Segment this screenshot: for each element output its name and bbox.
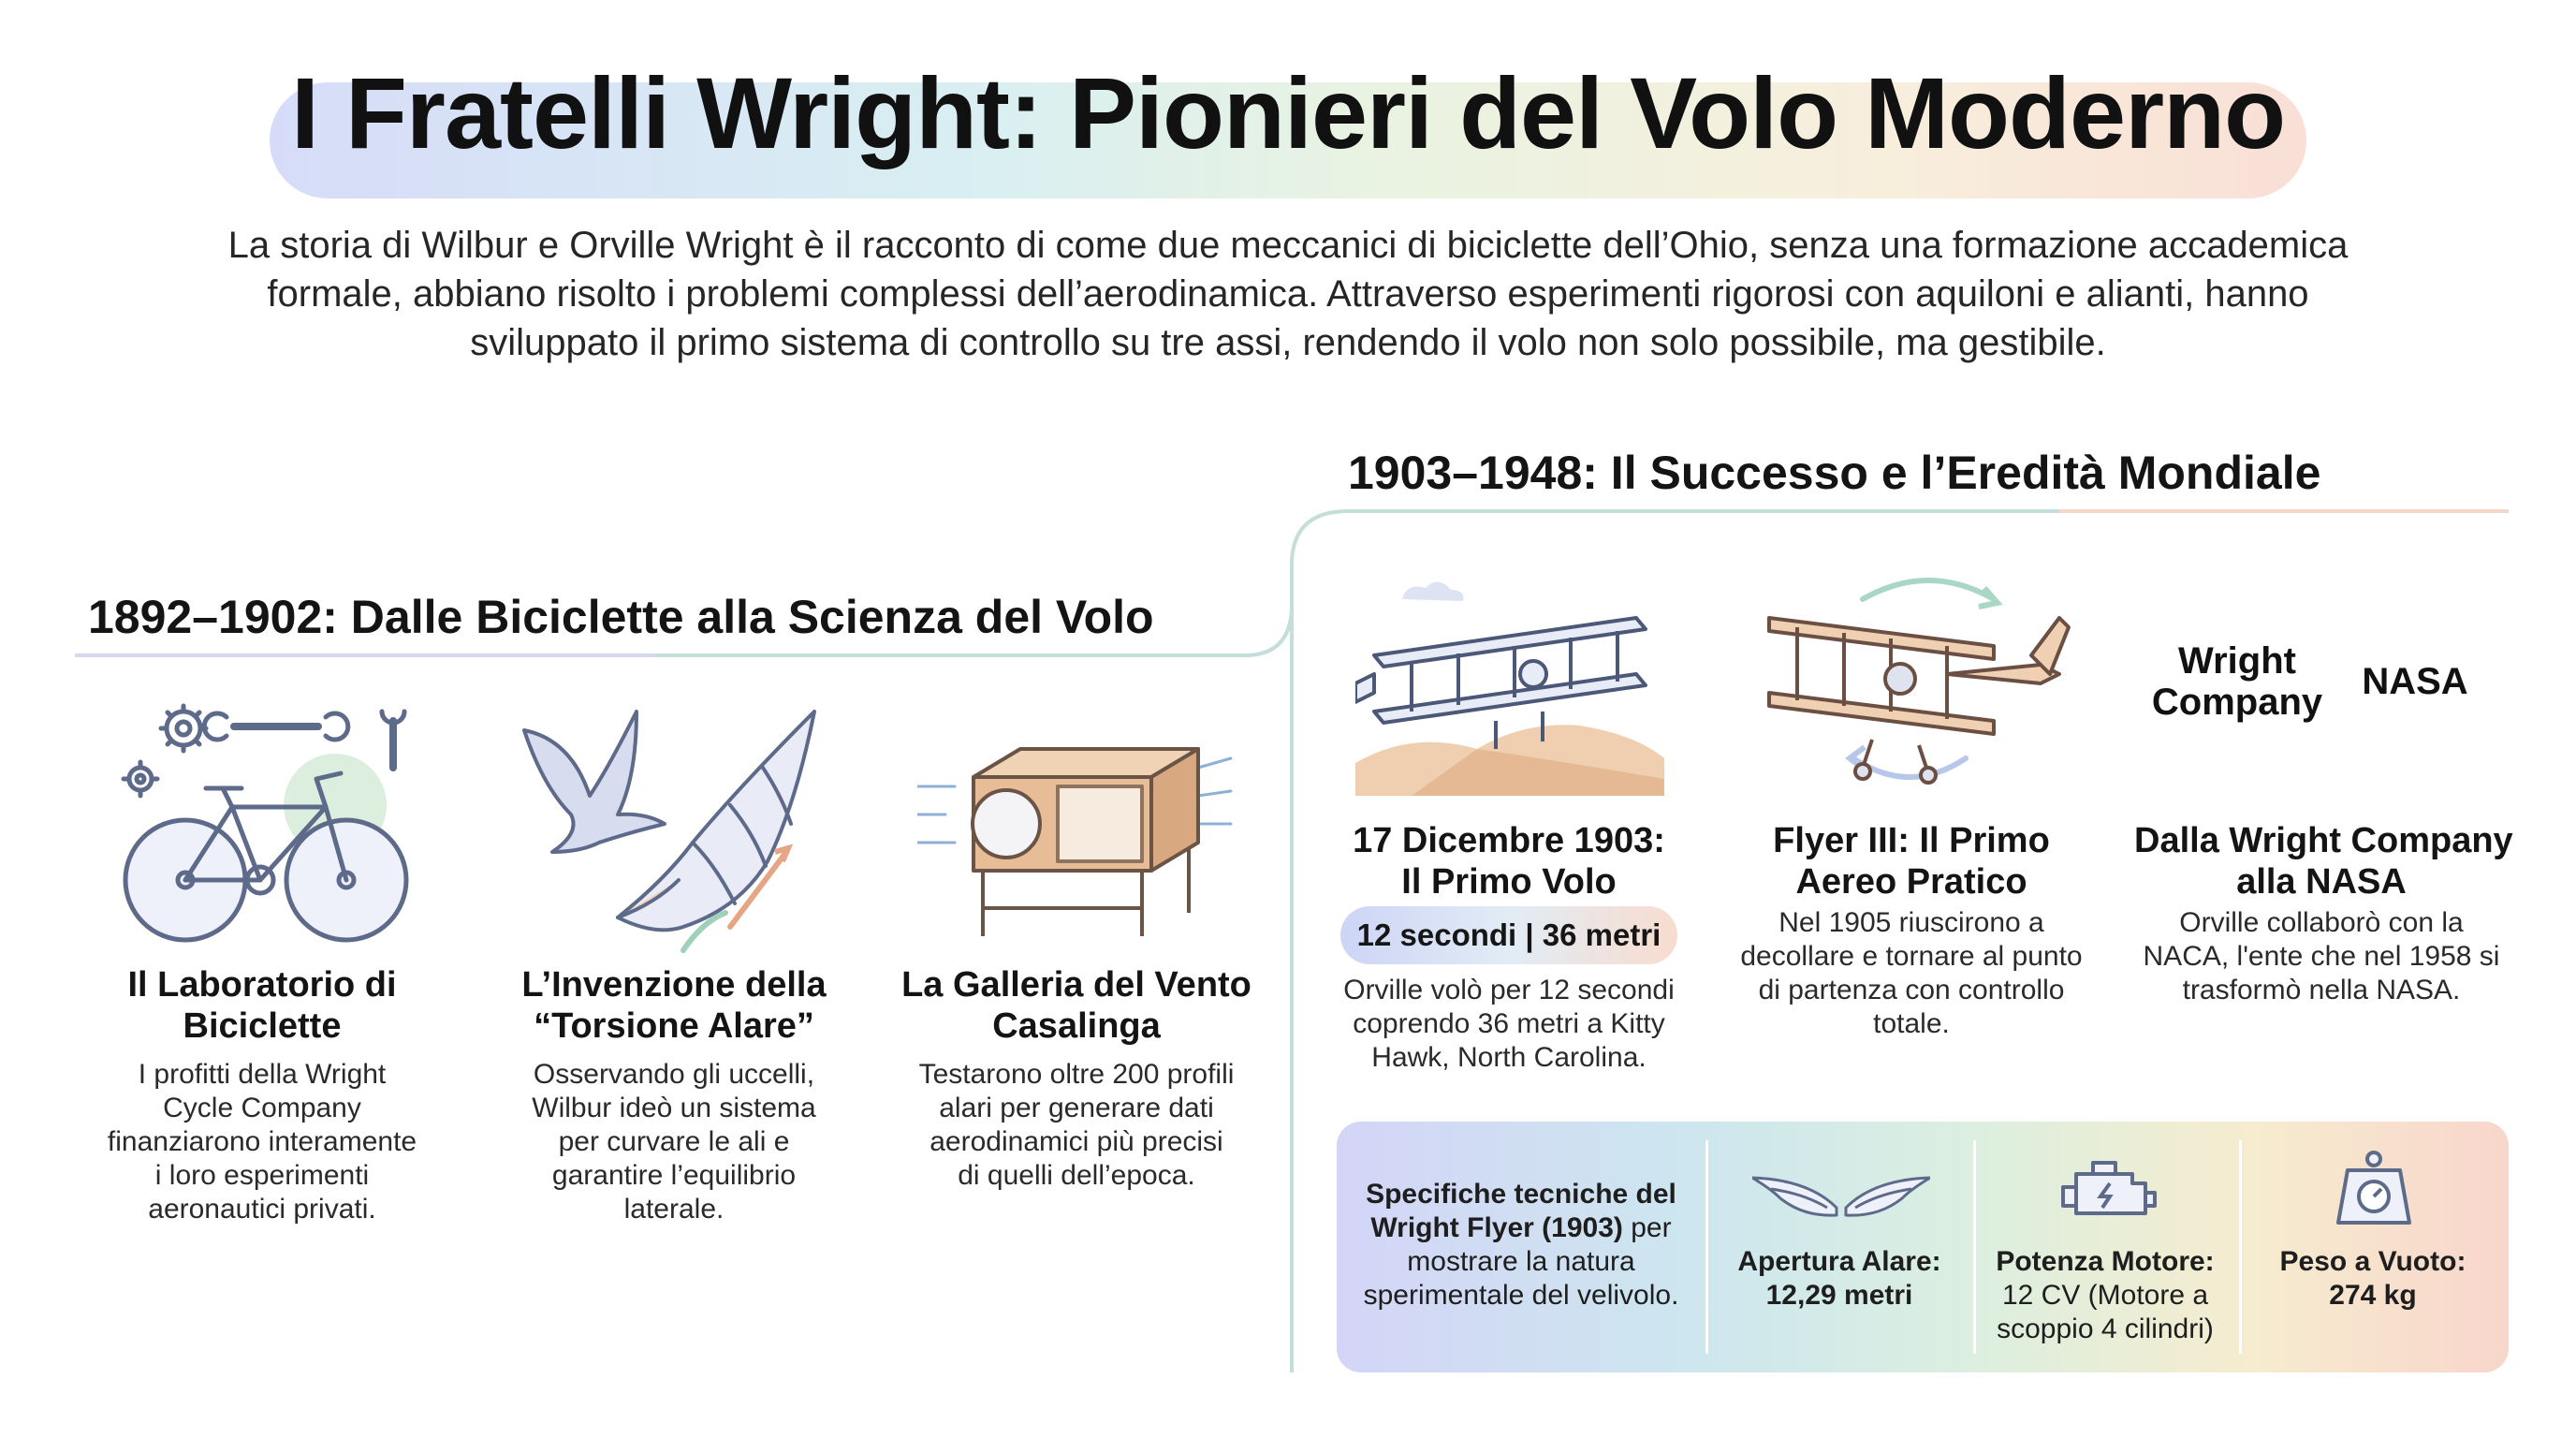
card-text-line: NACA, l'ente che nel 1958 si	[2143, 941, 2500, 972]
flight-stats-badge: 12 secondi | 36 metri	[1340, 906, 1677, 964]
intro-line: formale, abbiano risolto i problemi comp…	[267, 273, 2309, 315]
section-title-early-years: 1892–1902: Dalle Biciclette alla Scienza…	[88, 591, 1154, 643]
card-text-line: Osservando gli uccelli,	[533, 1059, 815, 1090]
wind-tunnel-icon	[917, 747, 1233, 936]
card-text-line: coprendo 36 metri a Kitty	[1353, 1008, 1665, 1039]
card-description: Osservando gli uccelli, Wilbur ideò un s…	[487, 1058, 861, 1226]
specs-intro-bold: Wright Flyer (1903)	[1370, 1212, 1623, 1243]
spec-value: scoppio 4 cilindri)	[1997, 1313, 2214, 1344]
engine-icon	[2061, 1161, 2157, 1215]
wright-company-logo: Wright Company	[2134, 640, 2340, 723]
card-title-line: alla NASA	[2236, 862, 2407, 902]
card-title: Il Laboratorio di Biciclette	[75, 964, 449, 1047]
card-title-line: La Galleria del Vento	[901, 965, 1251, 1005]
card-title-line: Aereo Pratico	[1795, 862, 2027, 902]
card-title: 17 Dicembre 1903: Il Primo Volo	[1322, 820, 1696, 902]
card-text-line: Orville collaborò con la	[2179, 907, 2464, 938]
card-description: Orville volò per 12 secondi coprendo 36 …	[1322, 974, 1696, 1075]
page-title: I Fratelli Wright: Pionieri del Volo Mod…	[290, 56, 2286, 169]
card-text-line: aerodinamici più precisi	[929, 1126, 1223, 1157]
card-description: Orville collaborò con la NACA, l'ente ch…	[2134, 906, 2509, 1007]
card-text-line: Hawk, North Carolina.	[1371, 1042, 1647, 1073]
spec-label: Potenza Motore:	[1996, 1246, 2215, 1277]
card-title-line: Flyer III: Il Primo	[1773, 821, 2050, 860]
card-text-line: alari per generare dati	[939, 1093, 1214, 1123]
spec-engine-power: Potenza Motore: 12 CV (Motore a scoppio …	[1979, 1245, 2232, 1346]
bicycle-tools-icon	[121, 703, 409, 943]
card-text-line: di partenza con controllo	[1758, 975, 2065, 1005]
specs-intro-line: sperimentale del velivolo.	[1363, 1280, 1679, 1311]
card-text-line: Orville volò per 12 secondi	[1343, 975, 1675, 1005]
card-title: L’Invenzione della “Torsione Alare”	[487, 964, 861, 1047]
specs-intro-bold: Specifiche tecniche del	[1366, 1179, 1676, 1210]
wings-icon	[1752, 1176, 1930, 1217]
card-description: Nel 1905 riuscirono a decollare e tornar…	[1724, 906, 2099, 1041]
card-text-line: totale.	[1873, 1008, 1950, 1039]
panel-divider	[1973, 1140, 1976, 1354]
card-title-line: 17 Dicembre 1903:	[1353, 821, 1665, 860]
card-text-line: Cycle Company	[163, 1093, 361, 1123]
specs-panel	[1337, 1122, 2509, 1372]
card-description: I profitti della Wright Cycle Company fi…	[75, 1058, 449, 1226]
card-title-line: Casalinga	[992, 1006, 1161, 1046]
specs-intro-line: mostrare la natura	[1407, 1246, 1635, 1277]
card-text-line: Testarono oltre 200 profili	[918, 1059, 1235, 1090]
title-highlight-band	[270, 82, 2306, 198]
card-text-line: trasformò nella NASA.	[2182, 975, 2461, 1005]
spec-label: Apertura Alare:	[1737, 1246, 1941, 1277]
intro-line: sviluppato il primo sistema di controllo…	[470, 322, 2106, 363]
weight-icon	[2336, 1151, 2411, 1225]
card-text-line: di quelli dell’epoca.	[958, 1160, 1195, 1191]
card-text-line: I profitti della Wright	[138, 1059, 387, 1090]
card-title-line: Dalla Wright Company	[2134, 821, 2513, 860]
card-description: Testarono oltre 200 profili alari per ge…	[889, 1058, 1264, 1193]
wright-flyer-icon	[1355, 581, 1664, 796]
intro-paragraph: La storia di Wilbur e Orville Wright è i…	[165, 221, 2411, 367]
logo-line: Wright	[2178, 640, 2296, 682]
specs-intro: Specifiche tecniche del Wright Flyer (19…	[1348, 1178, 1694, 1313]
spec-value: 274 kg	[2329, 1280, 2417, 1311]
card-text-line: i loro esperimenti	[154, 1160, 370, 1191]
card-text-line: Wilbur ideò un sistema	[532, 1093, 816, 1123]
card-text-line: finanziarono interamente	[107, 1126, 417, 1157]
card-title-line: “Torsione Alare”	[534, 1006, 814, 1046]
spec-label: Peso a Vuoto:	[2279, 1246, 2466, 1277]
flyer-iii-icon	[1767, 578, 2071, 785]
intro-line: La storia di Wilbur e Orville Wright è i…	[227, 225, 2349, 266]
nasa-logo: NASA	[2362, 661, 2468, 702]
card-title: Flyer III: Il Primo Aereo Pratico	[1724, 820, 2099, 902]
panel-divider	[1705, 1140, 1708, 1354]
card-text-line: garantire l’equilibrio	[551, 1160, 797, 1191]
card-text-line: aeronautici privati.	[148, 1194, 376, 1225]
bird-wing-icon	[522, 710, 816, 953]
spec-empty-weight: Peso a Vuoto: 274 kg	[2247, 1245, 2499, 1313]
card-title: La Galleria del Vento Casalinga	[889, 964, 1264, 1047]
card-text-line: per curvare le ali e	[558, 1126, 790, 1157]
card-text-line: laterale.	[623, 1194, 724, 1225]
card-title: Dalla Wright Company alla NASA	[2134, 820, 2513, 902]
spec-value: 12 CV (Motore a	[2001, 1280, 2209, 1311]
card-title-line: Biciclette	[183, 1006, 342, 1046]
logo-line: Company	[2151, 682, 2323, 723]
card-text-line: decollare e tornare al punto	[1740, 941, 2083, 972]
section-title-success: 1903–1948: Il Successo e l’Eredità Mondi…	[1348, 447, 2321, 499]
card-title-line: Il Primo Volo	[1401, 862, 1617, 902]
spec-value: 12,29 metri	[1765, 1280, 1913, 1311]
spec-wingspan: Apertura Alare: 12,29 metri	[1713, 1245, 1966, 1313]
card-text-line: Nel 1905 riuscirono a	[1778, 907, 2044, 938]
card-title-line: Il Laboratorio di	[127, 965, 397, 1005]
specs-intro-text: per	[1622, 1212, 1672, 1243]
card-title-line: L’Invenzione della	[521, 965, 827, 1005]
panel-divider	[2239, 1140, 2242, 1354]
